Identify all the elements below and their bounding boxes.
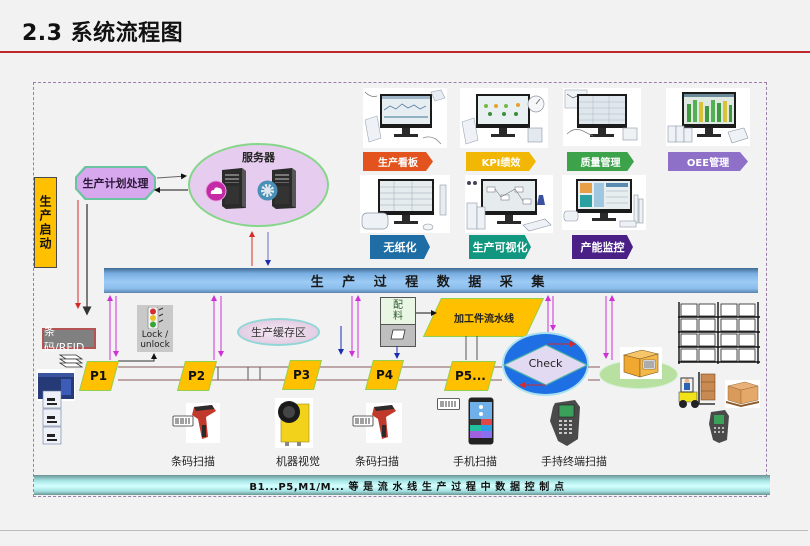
station-p5: P5... — [443, 361, 497, 391]
barcode-scanner-icon — [172, 403, 220, 443]
module-tag-oee: OEE管理 — [668, 152, 748, 171]
production-start-label: 生产启动 — [38, 194, 52, 251]
footer-divider — [0, 530, 808, 531]
data-acquisition-label: 生 产 过 程 数 据 采 集 — [310, 275, 552, 290]
check-diamond — [502, 332, 589, 396]
header-divider — [0, 51, 810, 53]
p1-to-lock-arrow — [118, 353, 157, 362]
module-tag-kpi: KPI绩效 — [466, 152, 536, 171]
cloud-icon — [205, 180, 227, 202]
material-icon — [390, 329, 406, 340]
material-box: 配 料 — [380, 297, 416, 347]
machine-vision-camera-icon — [275, 398, 313, 448]
control-points-label: B1...P5,M1/M... 等 是 流 水 线 生 产 过 程 中 数 据 … — [249, 481, 565, 493]
check-label: Check — [528, 357, 563, 370]
device-label-phone-scan: 手机扫描 — [453, 455, 497, 468]
production-planning-node: 生产计划处理 — [75, 166, 156, 200]
oee-thumbnail — [666, 88, 750, 146]
handheld-terminal-icon — [547, 399, 582, 447]
traffic-light-icon — [145, 307, 167, 329]
device-label-handheld-scan: 手持终端扫描 — [541, 455, 607, 468]
forklift-icon — [677, 372, 717, 409]
plan-to-server-arrow — [156, 173, 187, 180]
material-label: 配 料 — [381, 298, 415, 325]
page-title: 2.3 系统流程图 — [22, 21, 184, 46]
gear-icon — [257, 180, 278, 201]
visualization-thumbnail — [465, 175, 553, 233]
device-label-machine-vision: 机器视觉 — [276, 455, 320, 468]
pallet-icon — [725, 380, 760, 408]
diagram-frame — [33, 82, 767, 497]
package-icon — [620, 347, 662, 379]
module-tag-capacity: 产能监控 — [572, 235, 633, 259]
server-title: 服务器 — [242, 151, 275, 164]
label-printer-icon — [37, 369, 77, 445]
control-points-bar: B1...P5,M1/M... 等 是 流 水 线 生 产 过 程 中 数 据 … — [34, 475, 770, 495]
module-tag-paperless: 无纸化 — [370, 235, 430, 259]
barcode-label-icon — [437, 398, 460, 410]
device-label-barcode-scan-2: 条码扫描 — [355, 455, 399, 468]
production-planning-label: 生产计划处理 — [77, 168, 154, 198]
capacity-thumbnail — [562, 175, 646, 230]
kpi-thumbnail — [460, 88, 548, 148]
production-buffer-node: 生产缓存区 — [237, 318, 320, 346]
production-start-box: 生产启动 — [34, 177, 57, 268]
quality-thumbnail — [563, 88, 641, 146]
warehouse-shelf-icon — [678, 302, 760, 364]
module-tag-visualization: 生产可视化 — [469, 235, 531, 259]
module-tag-production-board: 生产看板 — [363, 152, 433, 171]
paperless-thumbnail — [360, 175, 450, 233]
module-tag-quality: 质量管理 — [567, 152, 634, 171]
smartphone-icon — [468, 397, 494, 445]
dashboard-thumbnail — [363, 88, 447, 148]
barcode-scanner-icon — [352, 403, 402, 443]
data-acquisition-bar: 生 产 过 程 数 据 采 集 — [104, 268, 758, 293]
lock-unlock-label: Lock / unlock — [140, 330, 170, 350]
handheld-terminal-icon — [705, 410, 730, 444]
server-tower-icon — [218, 166, 248, 210]
device-label-barcode-scan: 条码扫描 — [171, 455, 215, 468]
paper-stack-icon — [58, 353, 84, 369]
server-tower-icon — [268, 166, 298, 210]
